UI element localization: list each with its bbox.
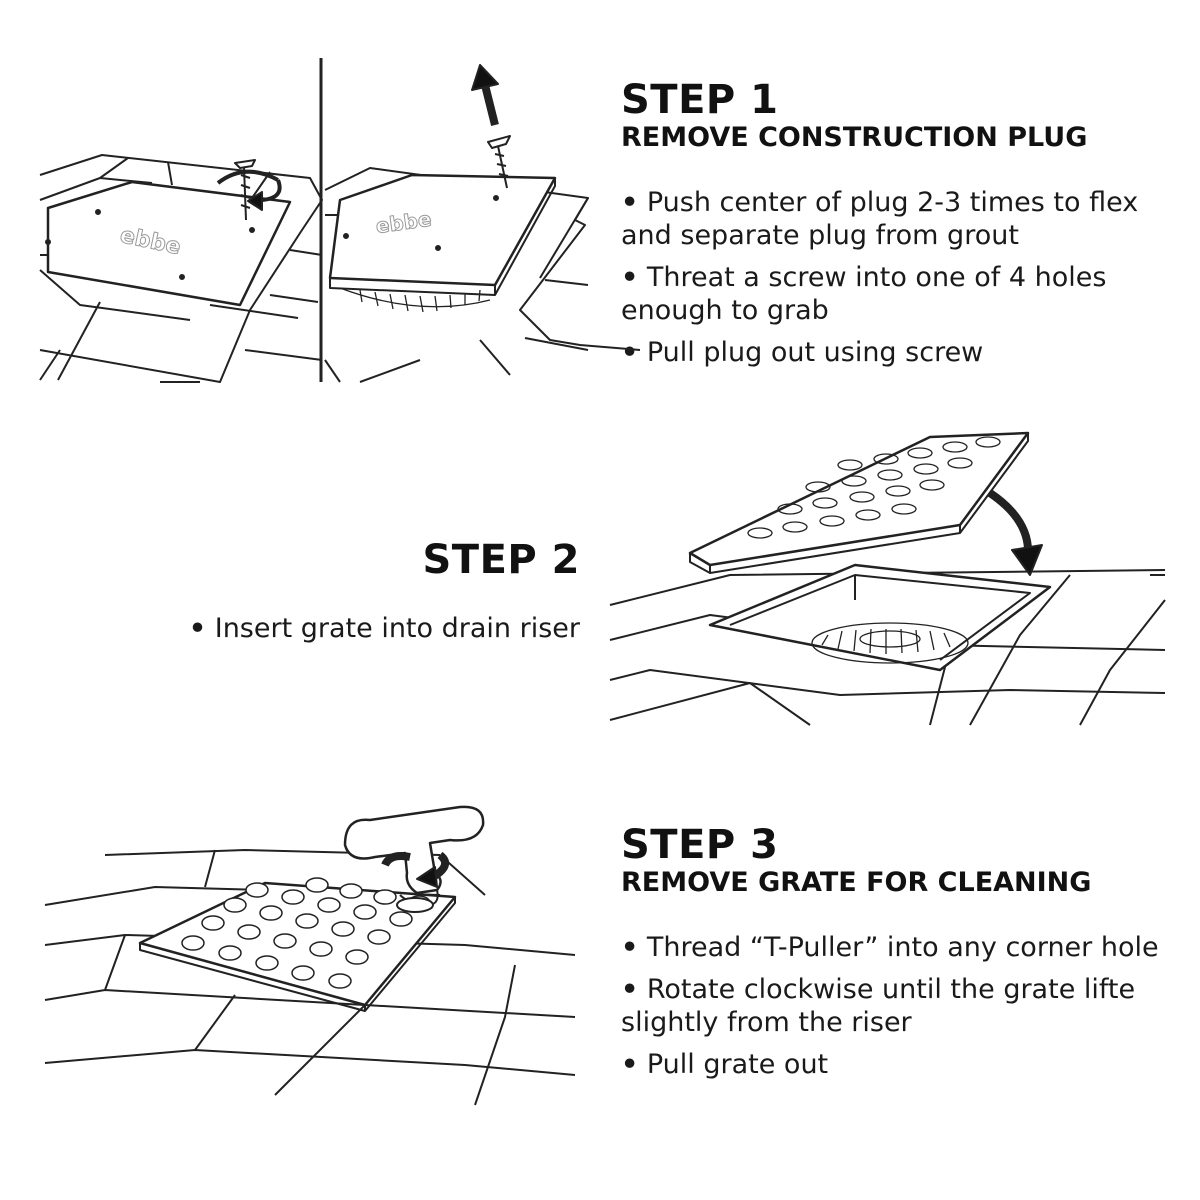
bullet-text: Rotate clockwise until the grate lifte s… (621, 974, 1136, 1038)
step2-bullet-list: • Insert grate into drain riser (120, 612, 580, 645)
down-arrow-icon (987, 489, 1043, 576)
step3-text-block: STEP 3 REMOVE GRATE FOR CLEANING • Threa… (621, 823, 1181, 1090)
step2-illustration (609, 431, 1166, 726)
screw-icon (487, 135, 511, 189)
screw-icon (234, 159, 256, 221)
list-item: • Rotate clockwise until the grate lifte… (621, 973, 1181, 1039)
bullet-dot: • (621, 932, 639, 963)
construction-plug (45, 180, 292, 307)
drain-strainer (339, 287, 491, 313)
bullet-text: Pull plug out using screw (646, 337, 984, 368)
bullet-dot: • (621, 262, 639, 293)
bullet-text: Threat a screw into one of 4 holes enoug… (621, 262, 1107, 326)
list-item: • Push center of plug 2-3 times to flex … (621, 186, 1181, 252)
list-item: • Threat a screw into one of 4 holes eno… (621, 261, 1181, 327)
drain-grate (688, 431, 1030, 574)
bullet-text: Insert grate into drain riser (214, 613, 580, 644)
rotate-arrow-icon (216, 169, 282, 211)
drain-strainer (811, 622, 969, 664)
step1-bullet-list: • Push center of plug 2-3 times to flex … (621, 186, 1181, 369)
step1-title: STEP 1 (621, 77, 779, 123)
step3-illustration (44, 805, 576, 1106)
bullet-dot: • (621, 974, 639, 1005)
step2-title: STEP 2 (422, 537, 580, 583)
drain-riser (708, 563, 1052, 672)
step1-subtitle: REMOVE CONSTRUCTION PLUG (621, 122, 1088, 153)
drain-grate (138, 877, 457, 1012)
up-arrow-icon (471, 64, 499, 126)
list-item: • Insert grate into drain riser (120, 612, 580, 645)
step2-text-block: STEP 2 • Insert grate into drain riser (120, 538, 580, 654)
bullet-dot: • (188, 613, 207, 644)
bullet-text: Thread “T-Puller” into any corner hole (646, 932, 1159, 963)
rotate-arrow-icon (381, 851, 450, 888)
list-item: • Pull grate out (621, 1048, 1181, 1081)
construction-plug-lifted (328, 173, 557, 296)
step3-title: STEP 3 (621, 822, 779, 868)
bullet-text: Push center of plug 2-3 times to flex an… (621, 187, 1139, 251)
bullet-dot: • (621, 337, 639, 368)
list-item: • Thread “T-Puller” into any corner hole (621, 931, 1181, 964)
step1-text-block: STEP 1 REMOVE CONSTRUCTION PLUG • Push c… (621, 78, 1181, 378)
step3-bullet-list: • Thread “T-Puller” into any corner hole… (621, 931, 1181, 1081)
list-item: • Pull plug out using screw (621, 336, 1181, 369)
step3-subtitle: REMOVE GRATE FOR CLEANING (621, 867, 1092, 898)
bullet-dot: • (621, 1049, 639, 1080)
bullet-text: Pull grate out (646, 1049, 829, 1080)
step1-illustration: ebbe (39, 58, 641, 383)
bullet-dot: • (621, 187, 639, 218)
